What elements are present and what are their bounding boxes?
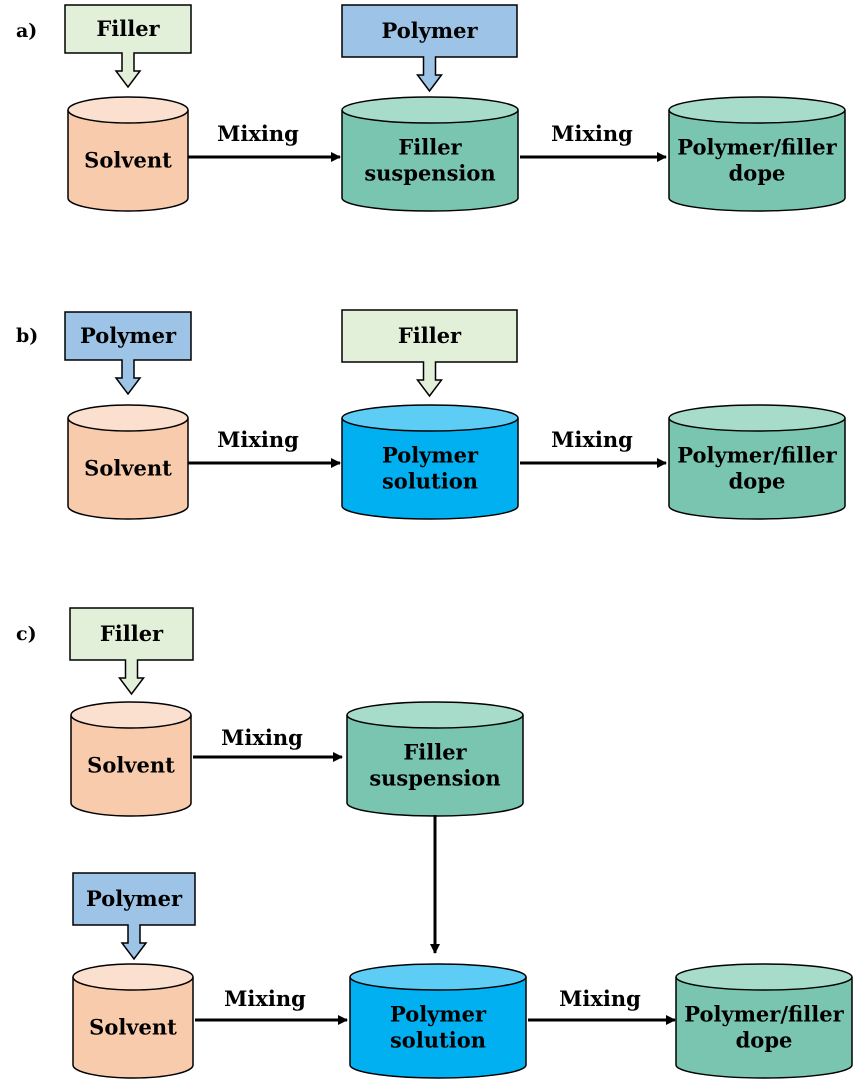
panel-c-filler-suspension-cylinder-top: [346, 701, 524, 729]
panel-a-filler-suspension-cylinder-label-2: suspension: [364, 161, 495, 186]
panel-a-polymer-callout-shape: [341, 4, 518, 93]
panel-b-solvent-cylinder: Solvent: [67, 404, 189, 520]
panel-b-label: b): [16, 325, 38, 347]
panel-b-mixing-label-1: Mixing: [217, 427, 299, 452]
panel-b-filler-callout-shape: [341, 309, 518, 398]
panel-a-solvent-cylinder: Solvent: [67, 96, 189, 212]
panel-b-solvent-cylinder-top: [67, 404, 189, 432]
panel-a-solvent-cylinder-body: [67, 110, 189, 212]
panel-b-dope-cylinder-top: [668, 404, 846, 432]
panel-a-polymer-callout: Polymer: [341, 4, 518, 93]
panel-c-mixing-label-2: Mixing: [224, 986, 306, 1011]
panel-b-polymer-callout-shape: [64, 311, 192, 396]
panel-a-dope-cylinder-top: [668, 96, 846, 124]
panel-c-polymer-solution-cylinder-top: [349, 963, 527, 991]
panel-c-filler-suspension-cylinder-label-1: Filler: [403, 740, 467, 765]
panel-a-solvent-cylinder-top: [67, 96, 189, 124]
panel-c-dope-cylinder-label-2: dope: [736, 1028, 793, 1053]
panel-c-dope-cylinder-top: [675, 963, 853, 991]
panel-b-filler-callout-label: Filler: [398, 323, 462, 348]
panel-a-label: a): [16, 20, 37, 42]
panel-c-solvent-cylinder-2-label-1: Solvent: [89, 1015, 177, 1040]
panel-a-filler-suspension-cylinder-top: [341, 96, 519, 124]
panel-a-mixing-label-1: Mixing: [217, 121, 299, 146]
panel-c-label: c): [16, 623, 37, 645]
panel-c-dope-cylinder-label-1: Polymer/filler: [684, 1002, 844, 1027]
panel-c-polymer-callout-shape: [72, 872, 196, 961]
panel-b-polymer-solution-cylinder-label-1: Polymer: [382, 443, 479, 468]
panel-c-dope-cylinder-body: [675, 977, 853, 1079]
panel-c-polymer-callout: Polymer: [72, 872, 196, 961]
panel-a-dope-cylinder-body: [668, 110, 846, 212]
panel-c-solvent-cylinder-2-top: [72, 963, 194, 991]
panel-c-solvent-cylinder-1-label-1: Solvent: [87, 753, 175, 778]
panel-c-polymer-solution-cylinder-label-1: Polymer: [390, 1002, 487, 1027]
panel-b-polymer-solution-cylinder-body: [341, 418, 519, 520]
panel-a-polymer-callout-label: Polymer: [381, 18, 478, 43]
panel-b-solvent-cylinder-label-1: Solvent: [84, 456, 172, 481]
panel-c-polymer-solution-cylinder-body: [349, 977, 527, 1079]
panel-b-polymer-solution-cylinder-top: [341, 404, 519, 432]
panel-b-filler-callout: Filler: [341, 309, 518, 398]
panel-b-polymer-solution-cylinder-label-2: solution: [382, 469, 478, 494]
panel-a-filler-callout-label: Filler: [96, 16, 160, 41]
panel-c-polymer-solution-cylinder-label-2: solution: [390, 1028, 486, 1053]
panel-a-filler-suspension-cylinder-label-1: Filler: [398, 135, 462, 160]
panel-c-filler-suspension-cylinder-label-2: suspension: [369, 766, 500, 791]
panel-b-polymer-callout-label: Polymer: [80, 323, 177, 348]
panel-a-filler-callout-shape: [64, 4, 192, 89]
panel-c-solvent-cylinder-1: Solvent: [70, 701, 192, 817]
panel-c-solvent-cylinder-1-body: [70, 715, 192, 817]
panel-c-solvent-cylinder-2: Solvent: [72, 963, 194, 1079]
panel-b-dope-cylinder-label-1: Polymer/filler: [677, 443, 837, 468]
panel-a-dope-cylinder-label-1: Polymer/filler: [677, 135, 837, 160]
panel-c-solvent-cylinder-2-body: [72, 977, 194, 1079]
panel-c-mixing-label-1: Mixing: [221, 725, 303, 750]
panel-c-filler-callout: Filler: [69, 607, 194, 696]
panel-c-mixing-label-3: Mixing: [559, 986, 641, 1011]
panel-a-dope-cylinder-label-2: dope: [729, 161, 786, 186]
panel-b-dope-cylinder-label-2: dope: [729, 469, 786, 494]
panel-a-filler-suspension-cylinder-body: [341, 110, 519, 212]
panel-a-solvent-cylinder-label-1: Solvent: [84, 148, 172, 173]
panel-b-dope-cylinder-body: [668, 418, 846, 520]
panel-b-polymer-callout: Polymer: [64, 311, 192, 396]
panel-c-polymer-callout-label: Polymer: [86, 886, 183, 911]
panel-c-solvent-cylinder-1-top: [70, 701, 192, 729]
panel-b-solvent-cylinder-body: [67, 418, 189, 520]
panel-c-filler-callout-shape: [69, 607, 194, 696]
panel-a-filler-callout: Filler: [64, 4, 192, 89]
panel-b-mixing-label-2: Mixing: [551, 427, 633, 452]
panel-a-mixing-label-2: Mixing: [551, 121, 633, 146]
panel-c-filler-callout-label: Filler: [100, 621, 164, 646]
